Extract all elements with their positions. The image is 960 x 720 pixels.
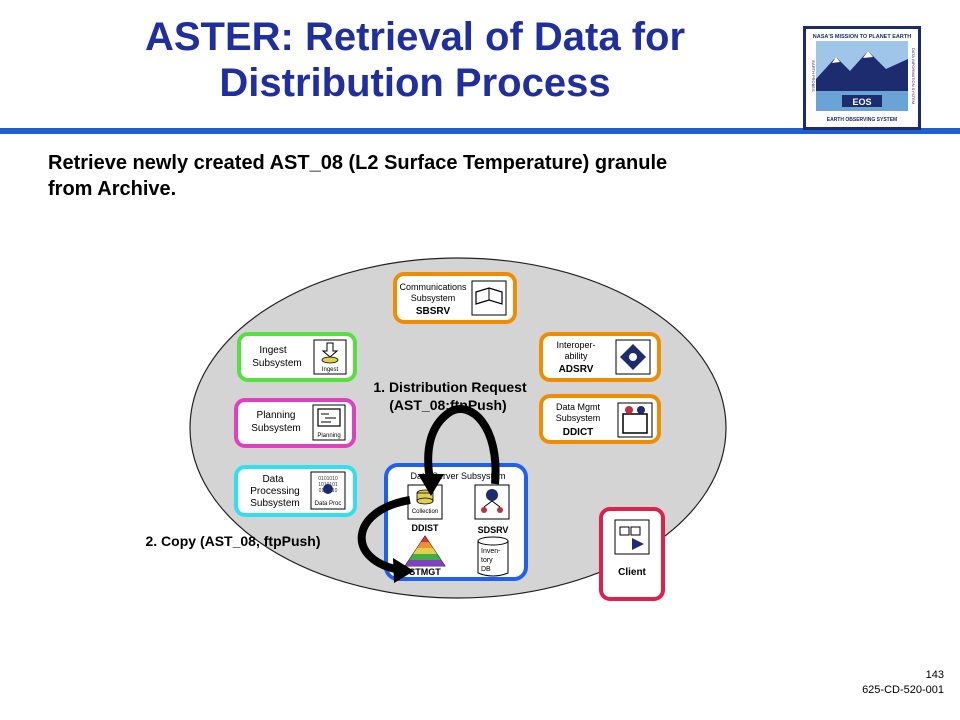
- ingest-label-2: Subsystem: [252, 358, 301, 369]
- client-workstation-icon: [614, 519, 650, 555]
- logo-left-text: EARTH PROBES: [811, 60, 816, 92]
- ingest-icon-label: Ingest: [322, 367, 339, 373]
- interop-label-2: ability: [564, 351, 588, 361]
- logo-badge: EOS: [852, 97, 871, 107]
- svg-text:0101010: 0101010: [318, 476, 338, 482]
- inventory-label-2: tory: [481, 557, 493, 564]
- ddist-component[interactable]: Collection DDIST: [407, 484, 443, 533]
- step1-label-line1: 1. Distribution Request: [373, 379, 527, 395]
- logo-right-text: DATA INFORMATION SYSTEM: [911, 48, 916, 104]
- eos-logo: NASA'S MISSION TO PLANET EARTH EOS EARTH…: [803, 26, 921, 130]
- ddict-label-1: Data Mgmt: [556, 402, 601, 412]
- data-mgmt-subsystem[interactable]: Data Mgmt Subsystem DDICT: [539, 394, 661, 444]
- title-divider: [0, 128, 960, 134]
- page-title-line2: Distribution Process: [219, 61, 611, 105]
- planning-label-1: Planning: [257, 410, 296, 421]
- planning-icon-label: Planning: [317, 433, 340, 439]
- distribution-request-arrow: [424, 405, 500, 485]
- planning-label-2: Subsystem: [251, 423, 300, 434]
- ddist-label: DDIST: [412, 523, 440, 533]
- sdsrv-component[interactable]: SDSRV: [474, 484, 510, 535]
- processing-label-3: Subsystem: [250, 498, 299, 509]
- ddict-name: DDICT: [563, 427, 594, 438]
- subtitle-line2: from Archive.: [48, 178, 177, 200]
- page-title-line1: ASTER: Retrieval of Data for: [144, 15, 686, 59]
- client-label: Client: [618, 567, 646, 578]
- planning-subsystem[interactable]: Planning Subsystem Planning: [234, 398, 356, 448]
- dictionary-icon: [617, 402, 653, 438]
- page-title: ASTER: Retrieval of Data for Distributio…: [60, 14, 770, 106]
- slide-subtitle: Retrieve newly created AST_08 (L2 Surfac…: [48, 150, 828, 202]
- logo-bottom-text: EARTH OBSERVING SYSTEM: [827, 117, 897, 123]
- network-icon: [615, 339, 651, 375]
- dataserver-title: Data Server Subsystem: [410, 471, 505, 481]
- book-icon: [471, 280, 507, 316]
- ingest-icon: Ingest: [313, 339, 347, 375]
- logo-top-text: NASA'S MISSION TO PLANET EARTH: [813, 34, 911, 40]
- sdsrv-label: SDSRV: [478, 525, 509, 535]
- interoperability-subsystem[interactable]: Interoper- ability ADSRV: [539, 332, 661, 382]
- data-server-subsystem[interactable]: Data Server Subsystem Collection DDIST S…: [384, 463, 528, 581]
- client-subsystem[interactable]: Client: [599, 507, 665, 601]
- ingest-subsystem[interactable]: Ingest Subsystem Ingest: [237, 332, 357, 382]
- inventory-label-3: DB: [481, 566, 491, 573]
- subtitle-line1: Retrieve newly created AST_08 (L2 Surfac…: [48, 152, 668, 174]
- communications-name: SBSRV: [416, 306, 451, 317]
- stmgt-component[interactable]: STMGT: [404, 535, 446, 577]
- copy-arrowhead: [393, 558, 414, 583]
- inventory-db: Inven- tory DB: [477, 536, 509, 577]
- communications-subsystem[interactable]: Communications Subsystem SBSRV: [393, 272, 517, 324]
- processing-icon-label: Data Proc: [315, 501, 342, 507]
- planning-icon: Planning: [312, 404, 346, 441]
- communications-label-2: Subsystem: [411, 293, 456, 303]
- slide-footer: 143 625-CD-520-001: [862, 668, 944, 698]
- stmgt-label: STMGT: [409, 567, 441, 577]
- inventory-label-1: Inven-: [481, 548, 501, 555]
- page-number: 143: [925, 669, 944, 681]
- processing-label-2: Processing: [250, 486, 299, 497]
- step1-label-line2: (AST_08:ftpPush): [389, 397, 506, 413]
- interop-name: ADSRV: [559, 364, 594, 375]
- step2-label: 2. Copy (AST_08, ftpPush): [145, 533, 320, 549]
- distribution-request-arrowhead: [418, 474, 444, 496]
- interop-label-1: Interoper-: [556, 340, 595, 350]
- copy-arrow: [357, 496, 411, 574]
- processing-label-1: Data: [262, 474, 284, 485]
- ingest-label-1: Ingest: [259, 345, 286, 356]
- document-id: 625-CD-520-001: [862, 684, 944, 696]
- processing-icon: 0101010 1010101 0110110 Data Proc: [310, 471, 346, 510]
- collection-label: Collection: [412, 509, 438, 515]
- ddict-label-2: Subsystem: [556, 413, 601, 423]
- communications-label-1: Communications: [399, 282, 467, 292]
- data-processing-subsystem[interactable]: Data Processing Subsystem 0101010 101010…: [234, 465, 357, 517]
